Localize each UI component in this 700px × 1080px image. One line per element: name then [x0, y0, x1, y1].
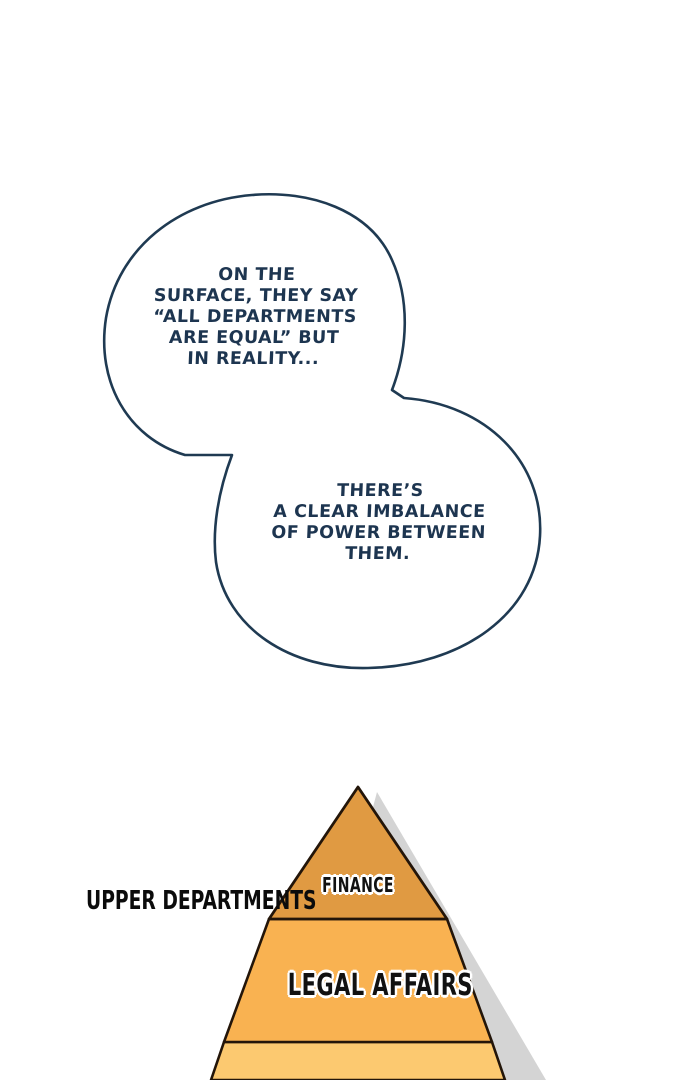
pyramid-tier-label-legal-affairs: LEGAL AFFAIRS: [287, 968, 473, 1003]
speech-bubble-text-top: ON THE SURFACE, THEY SAY “ALL DEPARTMENT…: [152, 265, 359, 369]
pyramid-side-label-upper-departments: UPPER DEPARTMENTS: [86, 886, 317, 916]
pyramid-tier-label-finance: FINANCE: [322, 873, 394, 897]
pyramid-tier-3: [209, 1040, 507, 1080]
speech-bubble-text-bottom: THERE’S A CLEAR IMBALANCE OF POWER BETWE…: [270, 481, 487, 564]
pyramid-tier-1: [267, 785, 449, 921]
